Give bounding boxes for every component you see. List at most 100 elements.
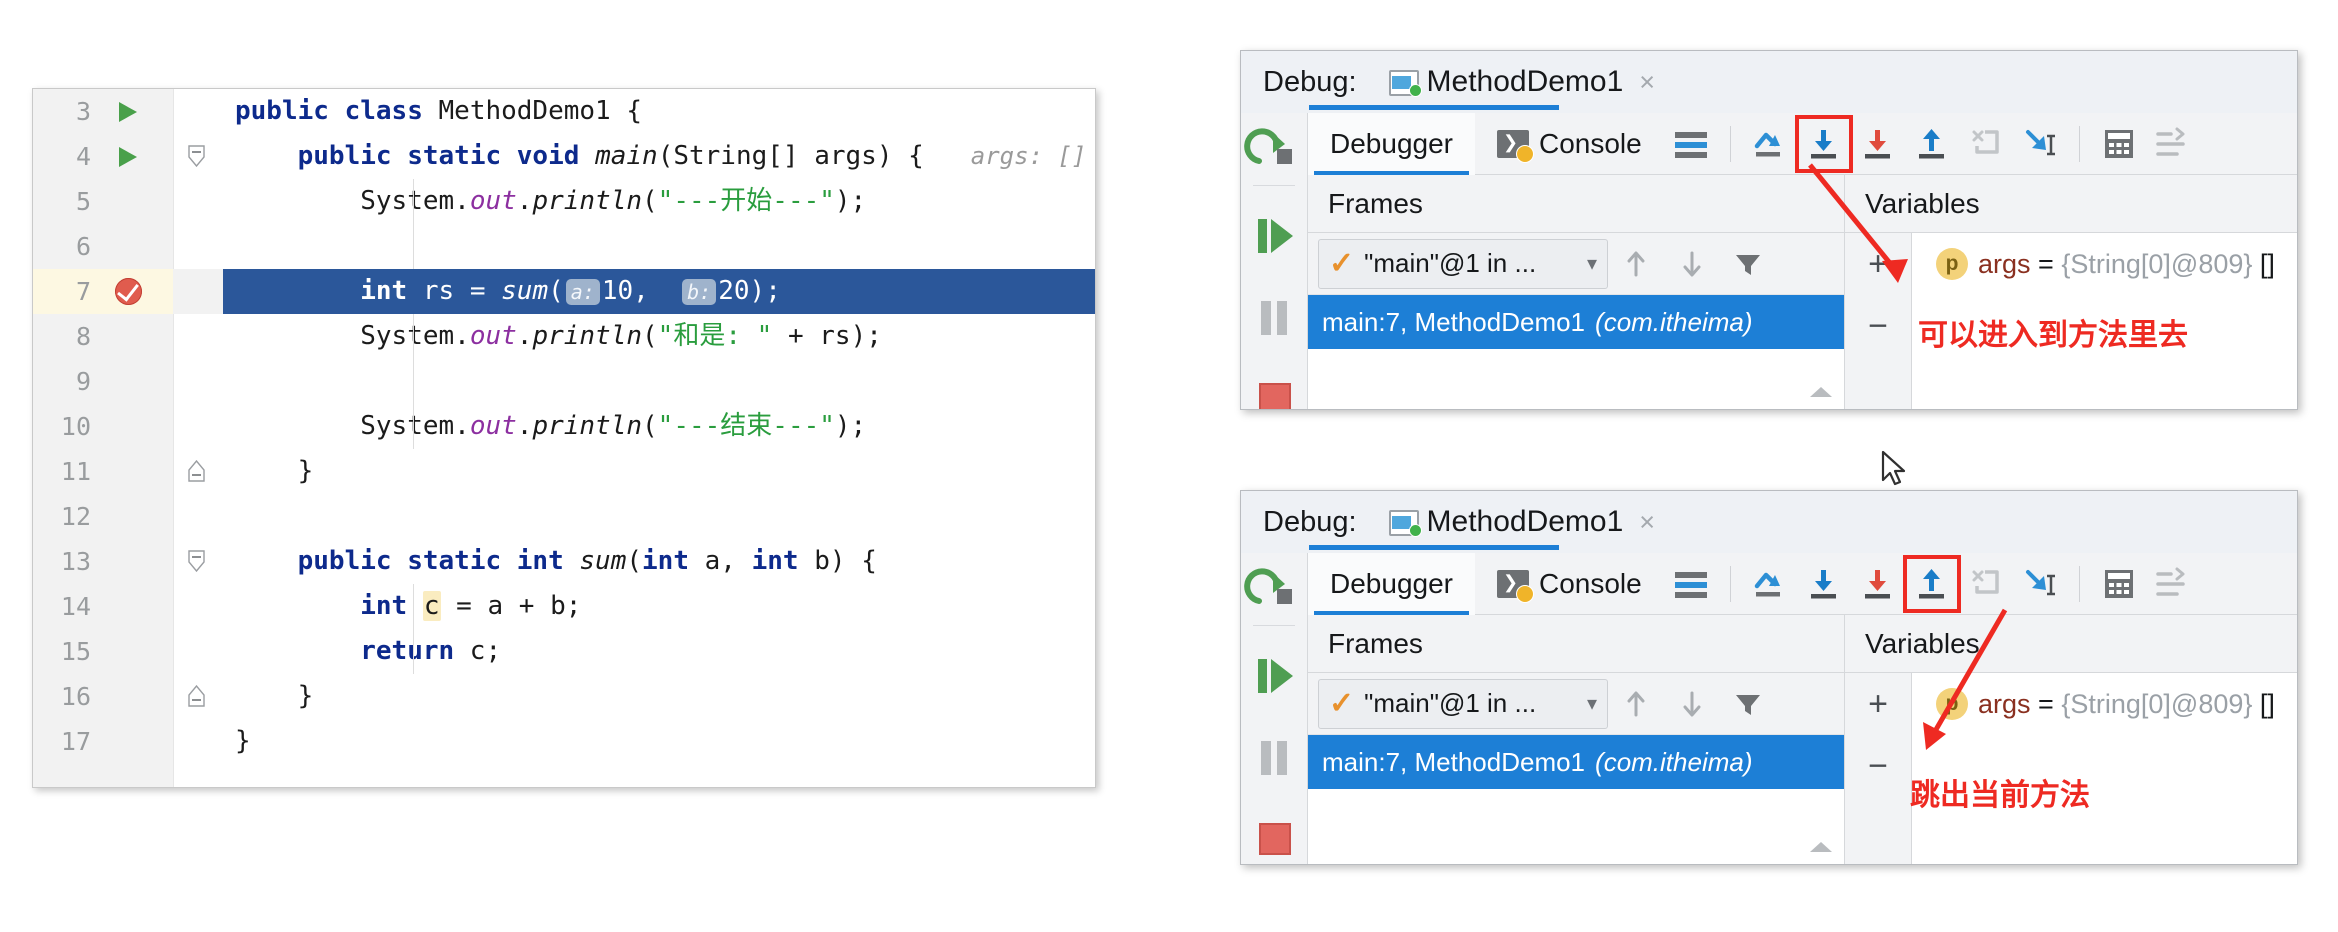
- gutter-marker[interactable]: [97, 449, 173, 494]
- rerun-button[interactable]: [1241, 113, 1307, 195]
- force-step-into-icon[interactable]: [1851, 557, 1905, 611]
- code-line-7[interactable]: 7 int rs = sum(a:10, b:20);: [33, 269, 1095, 314]
- fold-region[interactable]: [173, 89, 223, 134]
- fold-expand-icon[interactable]: [187, 685, 206, 707]
- filter-icon[interactable]: [1720, 233, 1776, 295]
- fold-region[interactable]: [173, 404, 223, 449]
- code-line-13[interactable]: 13 public static int sum(int a, int b) {: [33, 539, 1095, 584]
- pause-program-button[interactable]: [1241, 717, 1307, 799]
- code-line-6[interactable]: 6: [33, 224, 1095, 269]
- gutter-marker[interactable]: [97, 359, 173, 404]
- thread-selector-row[interactable]: ✓ "main"@1 in ... ▾: [1308, 233, 1844, 295]
- debug-toolbar[interactable]: Debugger Console: [1308, 112, 2297, 175]
- gutter-marker-breakpoint[interactable]: [97, 269, 173, 314]
- tab-debugger[interactable]: Debugger: [1308, 112, 1475, 175]
- force-step-into-icon[interactable]: [1851, 117, 1905, 171]
- gutter-marker[interactable]: [97, 539, 173, 584]
- gutter-marker[interactable]: [97, 224, 173, 269]
- step-over-icon[interactable]: [1743, 117, 1797, 171]
- variables-gutter[interactable]: −: [1845, 295, 1912, 409]
- debug-panel-step-out[interactable]: Debug: MethodDemo1 ×: [1240, 490, 2298, 865]
- editor-gutter[interactable]: [33, 89, 174, 787]
- resume-program-button[interactable]: [1241, 195, 1307, 277]
- rerun-button[interactable]: [1241, 553, 1307, 635]
- resume-program-icon[interactable]: [1241, 635, 1307, 717]
- pause-program-button[interactable]: [1241, 277, 1307, 359]
- gutter-marker[interactable]: [97, 584, 173, 629]
- stop-button[interactable]: [1241, 799, 1307, 864]
- code-line-8[interactable]: 8 System.out.println("和是: " + rs);: [33, 314, 1095, 359]
- gutter-marker[interactable]: [97, 674, 173, 719]
- variables-remove-button[interactable]: −: [1868, 746, 1888, 785]
- code-line-16[interactable]: 16 }: [33, 674, 1095, 719]
- tab-debugger[interactable]: Debugger: [1308, 552, 1475, 615]
- debug-panel-step-into[interactable]: Debug: MethodDemo1 ×: [1240, 50, 2298, 410]
- tab-console[interactable]: Console: [1475, 113, 1664, 175]
- step-over-icon[interactable]: [1743, 557, 1797, 611]
- run-arrow-icon[interactable]: [119, 147, 137, 167]
- drop-frame-icon[interactable]: [1959, 557, 2013, 611]
- pause-program-icon[interactable]: [1241, 277, 1307, 359]
- debug-left-rail[interactable]: [1241, 113, 1308, 409]
- step-into-icon[interactable]: [1797, 557, 1851, 611]
- code-line-11[interactable]: 11 }: [33, 449, 1095, 494]
- filter-icon[interactable]: [1720, 673, 1776, 735]
- gutter-marker[interactable]: [97, 629, 173, 674]
- gutter-marker[interactable]: [97, 314, 173, 359]
- code-line-3[interactable]: 3 public class MethodDemo1 {: [33, 89, 1095, 134]
- debug-left-rail[interactable]: [1241, 553, 1308, 864]
- fold-region[interactable]: [173, 584, 223, 629]
- fold-region[interactable]: [173, 629, 223, 674]
- frames-pane[interactable]: Frames ✓ "main"@1 in ... ▾: [1308, 615, 1845, 864]
- code-editor[interactable]: 3 public class MethodDemo1 { 4 public st…: [32, 88, 1096, 788]
- run-to-cursor-icon[interactable]: [2013, 117, 2067, 171]
- code-line-5[interactable]: 5 System.out.println("---开始---");: [33, 179, 1095, 224]
- chevron-down-icon[interactable]: ▾: [1586, 693, 1597, 715]
- gutter-marker[interactable]: [97, 719, 173, 764]
- stack-frame-item[interactable]: main:7, MethodDemo1 (com.itheima): [1308, 735, 1844, 789]
- layout-icon[interactable]: [1664, 557, 1718, 611]
- settings-lines-icon[interactable]: [2146, 557, 2200, 611]
- variables-remove-button[interactable]: −: [1868, 306, 1888, 345]
- variable-row-args[interactable]: + p args = {String[0]@809} []: [1845, 233, 2297, 295]
- fold-region[interactable]: [173, 494, 223, 539]
- settings-lines-icon[interactable]: [2146, 117, 2200, 171]
- variables-gutter[interactable]: −: [1845, 735, 1912, 864]
- stack-frame-item[interactable]: main:7, MethodDemo1 (com.itheima): [1308, 295, 1844, 349]
- close-icon[interactable]: ×: [1639, 66, 1656, 97]
- arrow-up-icon[interactable]: [1608, 673, 1664, 735]
- thread-combo[interactable]: ✓ "main"@1 in ... ▾: [1318, 678, 1608, 729]
- code-line-4[interactable]: 4 public static void main(String[] args)…: [33, 134, 1095, 179]
- chevron-down-icon[interactable]: ▾: [1586, 253, 1597, 275]
- fold-region[interactable]: [173, 179, 223, 224]
- pause-program-icon[interactable]: [1241, 717, 1307, 799]
- variable-row-args[interactable]: + p args = {String[0]@809} []: [1845, 673, 2297, 735]
- gutter-marker[interactable]: [97, 179, 173, 224]
- fold-region[interactable]: [173, 134, 223, 179]
- gutter-marker-run[interactable]: [97, 134, 173, 179]
- fold-region[interactable]: [173, 224, 223, 269]
- frames-pane[interactable]: Frames ✓ "main"@1 in ... ▾: [1308, 175, 1845, 409]
- tab-console[interactable]: Console: [1475, 553, 1664, 615]
- rerun-icon[interactable]: [1241, 553, 1307, 635]
- variables-pane[interactable]: Variables + p args = {String[0]@809} [] …: [1845, 175, 2297, 409]
- step-out-icon[interactable]: [1902, 554, 1961, 613]
- evaluate-expression-icon[interactable]: [2092, 557, 2146, 611]
- evaluate-expression-icon[interactable]: [2092, 117, 2146, 171]
- layout-icon[interactable]: [1664, 117, 1718, 171]
- step-into-icon[interactable]: [1794, 114, 1853, 173]
- fold-region[interactable]: [173, 314, 223, 359]
- rerun-icon[interactable]: [1241, 113, 1307, 195]
- thread-selector-row[interactable]: ✓ "main"@1 in ... ▾: [1308, 673, 1844, 735]
- code-line-9[interactable]: 9: [33, 359, 1095, 404]
- drop-frame-icon[interactable]: [1959, 117, 2013, 171]
- stop-icon[interactable]: [1241, 359, 1307, 410]
- fold-expand-icon[interactable]: [187, 460, 206, 482]
- close-icon[interactable]: ×: [1639, 506, 1656, 537]
- code-line-10[interactable]: 10 System.out.println("---结束---");: [33, 404, 1095, 449]
- arrow-down-icon[interactable]: [1664, 233, 1720, 295]
- scroll-up-icon[interactable]: [1804, 834, 1838, 860]
- arrow-down-icon[interactable]: [1664, 673, 1720, 735]
- run-configuration-tab[interactable]: MethodDemo1 ×: [1383, 51, 1662, 113]
- resume-program-icon[interactable]: [1241, 195, 1307, 277]
